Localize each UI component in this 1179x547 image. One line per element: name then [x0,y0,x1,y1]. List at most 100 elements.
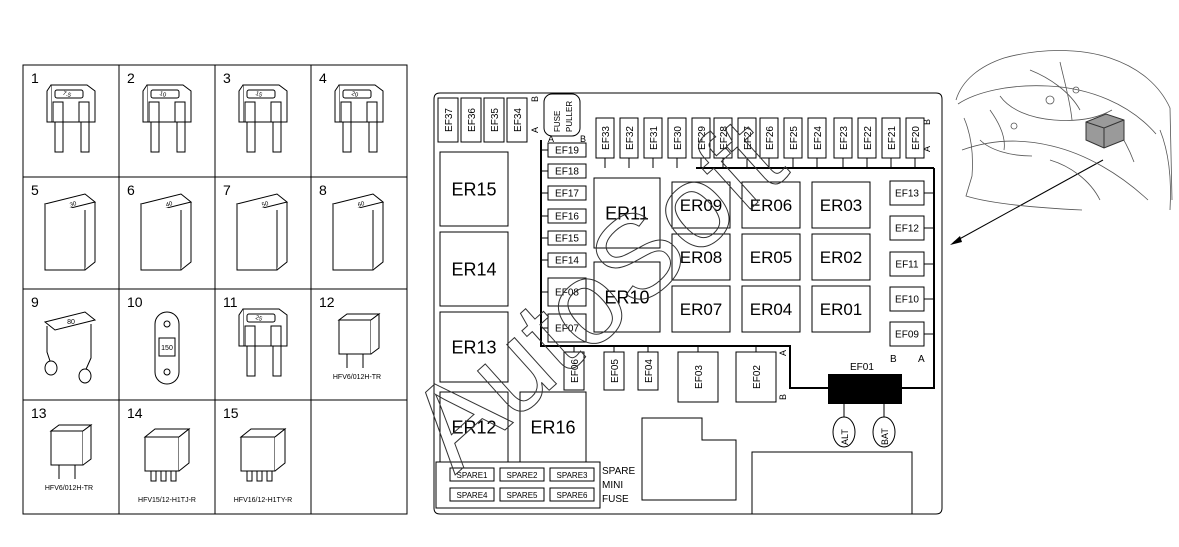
fuse-rating: 40 [165,201,174,209]
pin-label: A [922,146,932,152]
spare-fuse-area: SPARE MINI FUSE [435,461,635,509]
legend-number: 4 [319,70,327,86]
spare-label: SPARE1 [457,471,489,480]
fuse-ef25: EF25 [783,117,803,159]
relay-part-number: HFV15/12-H1TJ-R [138,497,196,504]
box-label: ER14 [451,259,496,279]
terminal-alt: ALT [832,416,856,448]
legend-cell-9: 980 [31,294,97,384]
fuse-ef22: EF22 [857,117,877,159]
pin-label: A [548,134,554,144]
box-label: ER08 [680,248,723,267]
relay-er06: ER06 [741,181,801,229]
legend-number: 2 [127,70,135,86]
box-label: EF15 [555,234,579,245]
spare-fuse-1: SPARE1 [449,467,495,482]
box-label: ER05 [750,248,793,267]
fuse-ef20: EF20 [905,117,925,159]
legend-number: 11 [223,294,238,310]
jcase-fuse-icon: 40 [139,193,193,271]
legend-number: 12 [319,294,335,310]
fuse-ef35: EF35 [483,97,505,143]
fuse-ef31: EF31 [643,117,663,159]
fuse-label: EF32 [625,126,636,150]
micro-relay-icon [337,313,381,368]
legend-number: 6 [127,182,135,198]
pin-label: B [778,394,788,400]
box-label: ER15 [451,179,496,199]
box-label: EF07 [555,324,579,335]
fuse-label: EF26 [765,126,776,150]
fuse-label: EF04 [644,359,655,383]
relay-er11: ER11 [593,177,661,249]
fuse-box-housing [433,92,943,515]
fuse-ef18: EF18 [547,163,587,179]
mini-fuse-icon: 25 [238,308,288,377]
legend-number: 1 [31,70,39,86]
fuse-rating: 10 [158,91,167,99]
bolt-fuse-icon: 80 [43,311,97,384]
fuse-rating: 15 [254,91,263,99]
fuse-label: EF25 [789,126,800,150]
legend-number: 9 [31,294,39,310]
box-label: ER16 [530,417,575,437]
fuse-ef13: EF13 [889,180,925,206]
legend-number: 10 [127,294,143,310]
fuse-label: EF05 [610,359,621,383]
pin-label: A [530,127,540,133]
legend-number: 5 [31,182,39,198]
spare-label: SPARE4 [457,491,489,500]
fuse-rating: 50 [261,201,270,209]
spare-fuse-5: SPARE5 [499,487,545,502]
fuse-label: EF24 [813,126,824,150]
fuse-ef32: EF32 [619,117,639,159]
pin-label: A [778,350,788,356]
box-label: EF12 [895,224,919,235]
spare-fuse-4: SPARE4 [449,487,495,502]
box-label: ER02 [820,248,863,267]
pin-label: B [580,134,586,144]
fuse-label: EF27 [743,126,754,150]
mini-fuse-icon: 15 [238,84,288,153]
box-label: EF17 [555,189,579,200]
spare-fuse-3: SPARE3 [549,467,595,482]
fuse-ef10: EF10 [889,286,925,312]
fuse-ef37: EF37 [437,97,459,143]
box-label: EF11 [895,260,919,271]
terminal-bat: BAT [872,416,896,448]
legend-cell-8: 860 [319,182,385,271]
relay-er10: ER10 [593,261,661,333]
relay-er04: ER04 [741,285,801,333]
fuse-ef33: EF33 [595,117,615,159]
fuse-ef17: EF17 [547,185,587,201]
relay-er05: ER05 [741,233,801,281]
jcase-fuse-icon: 50 [235,193,289,271]
fuse-label: EF21 [887,126,898,150]
fuse-ef12: EF12 [889,215,925,241]
legend-cell-1: 17.5 [31,70,96,153]
fuse-rating: 150 [161,345,173,352]
fuse-label: EF20 [911,126,922,150]
fuse-rating: 60 [357,201,366,209]
relay-er13: ER13 [439,311,509,383]
fuse-ef04: EF04 [637,351,659,391]
box-label: ER06 [750,196,793,215]
spare-label: SPARE5 [507,491,539,500]
svg-text:MINI: MINI [602,480,623,491]
legend-cell-10: 10 150 [127,294,180,385]
fuse-label: EF37 [444,108,455,132]
relay-part-number: HFV6/012H-TR [333,374,381,381]
mini-fuse-icon: 10 [142,84,192,153]
legend-cell-7: 750 [223,182,289,271]
fuse-ef03: EF03 [677,351,719,403]
fuse-ef14: EF14 [547,252,587,268]
svg-text:B: B [890,354,897,365]
box-label: ER03 [820,196,863,215]
box-label: EF18 [555,167,579,178]
fuse-label: EF23 [839,126,850,150]
box-label: ER01 [820,300,863,319]
box-label: ER09 [680,196,723,215]
